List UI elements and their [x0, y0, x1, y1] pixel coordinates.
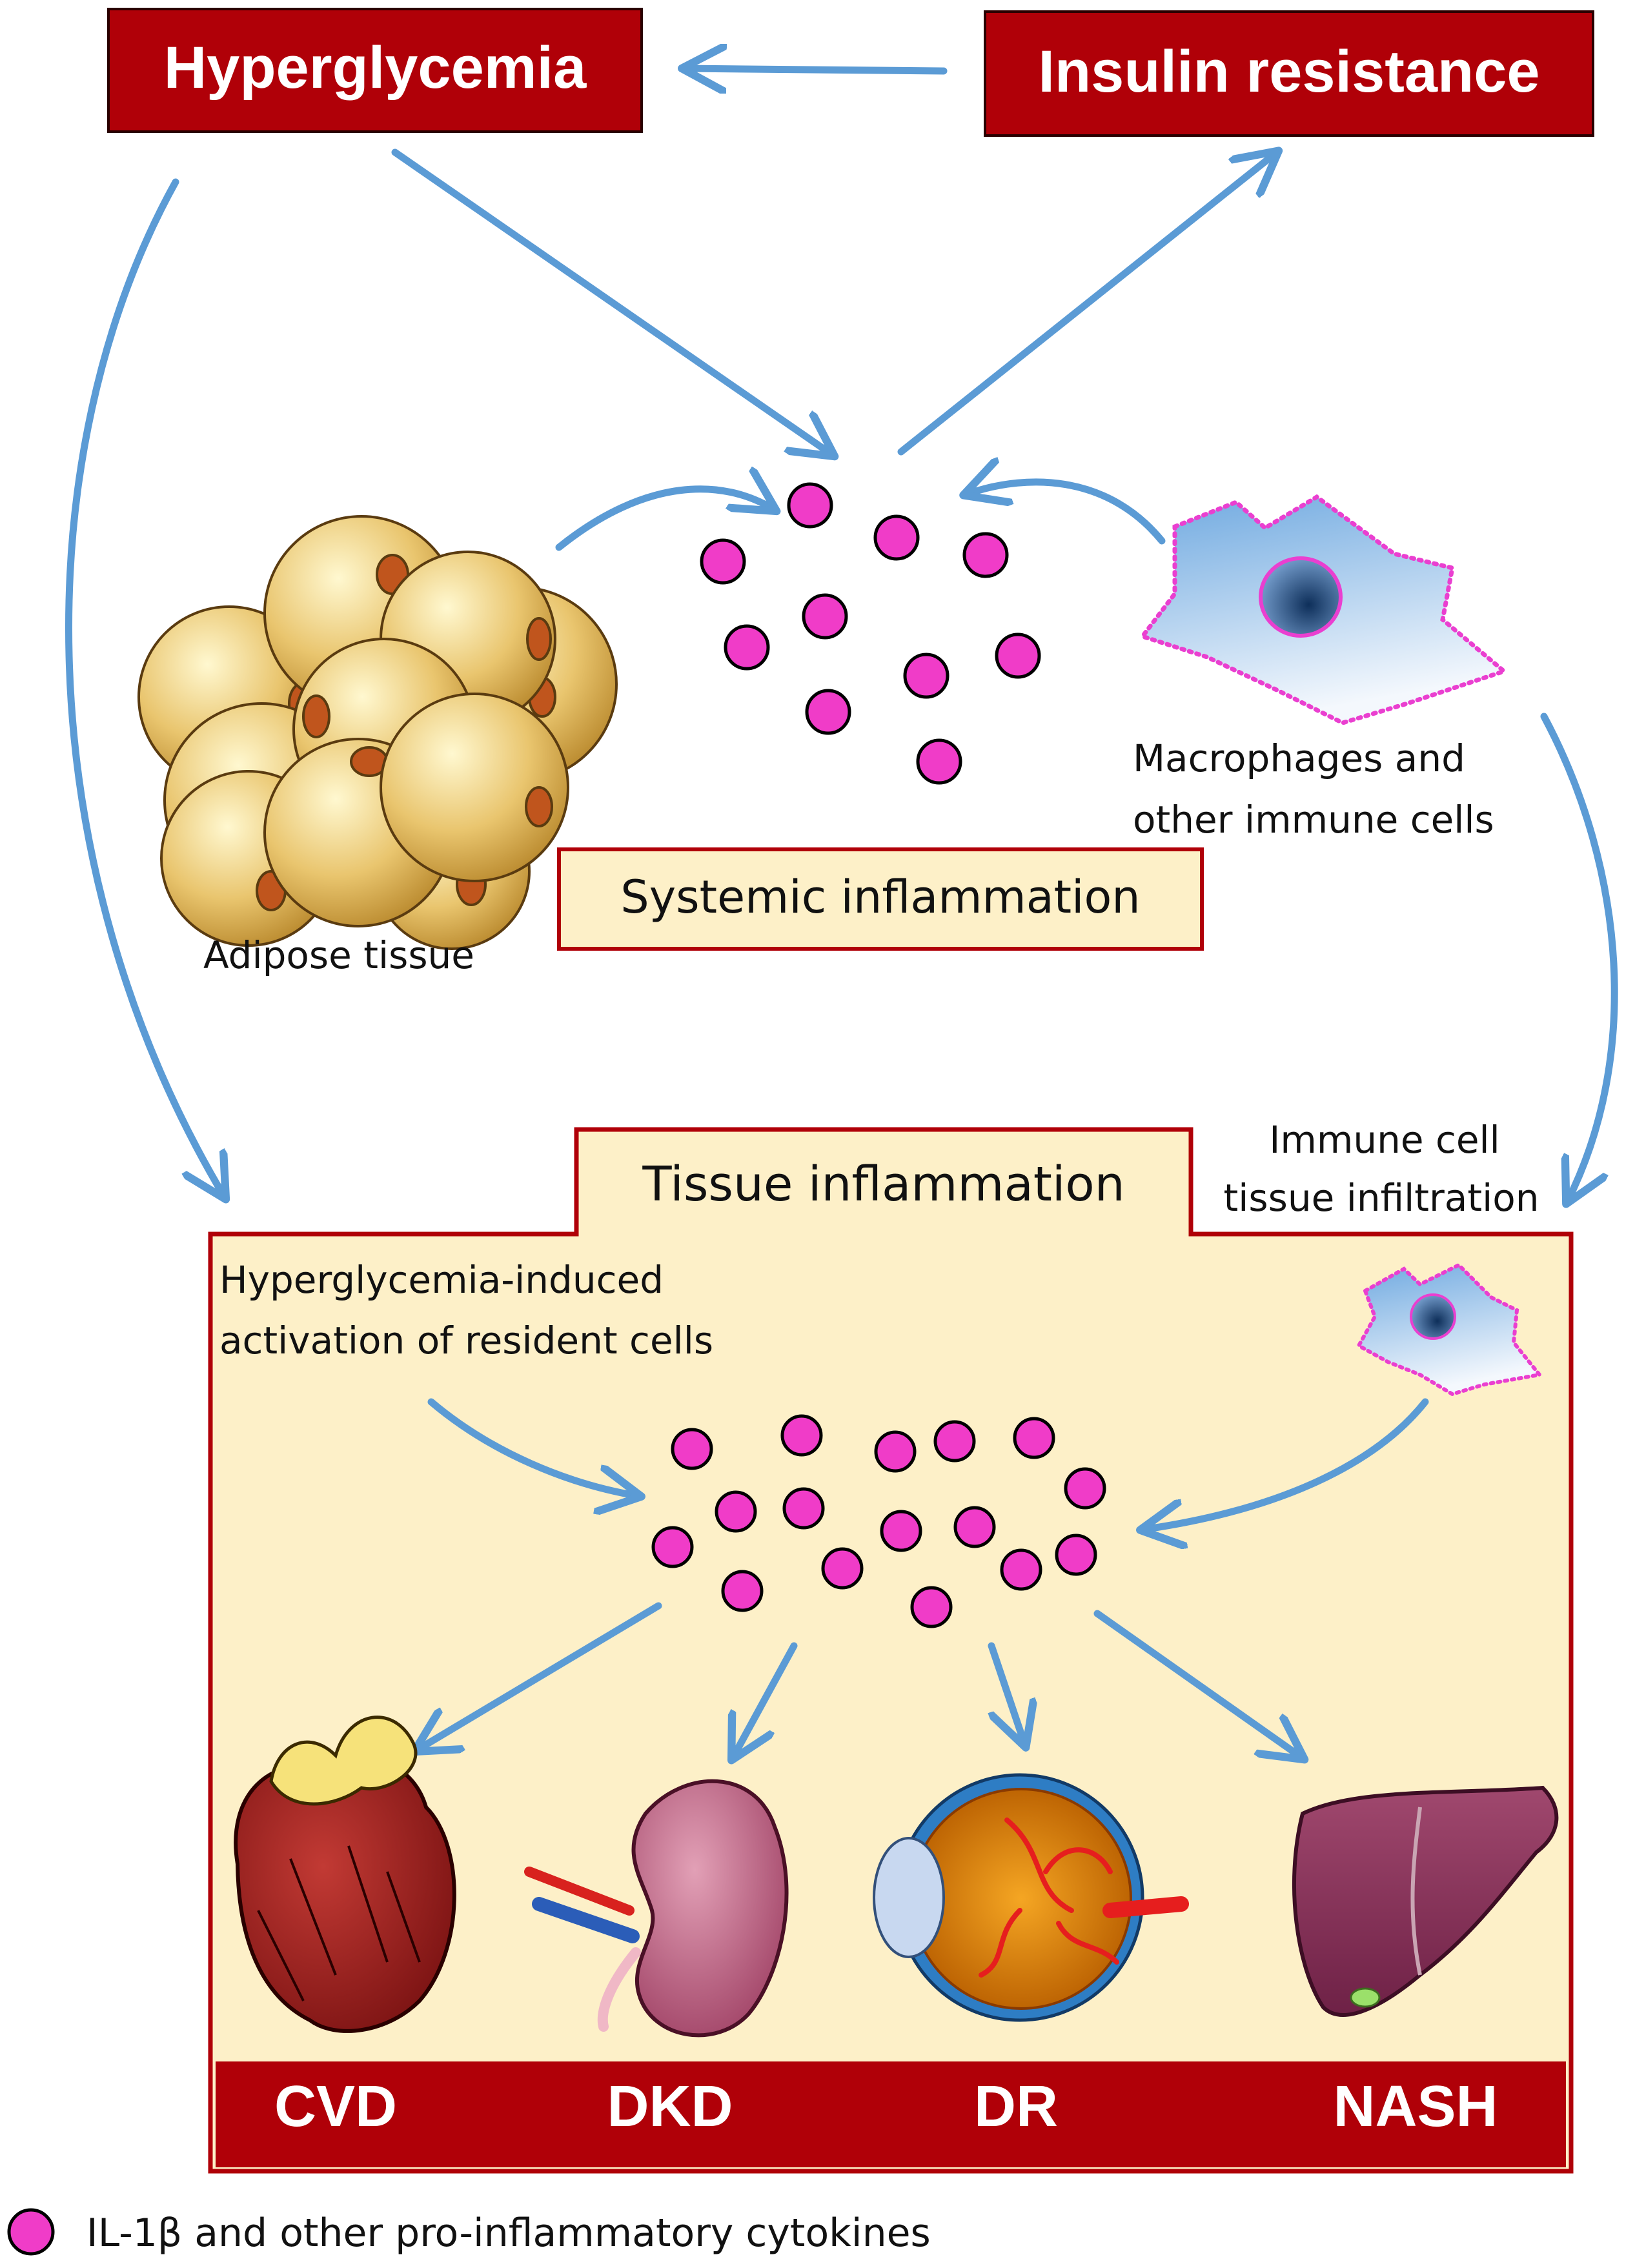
cytokine-dot [715, 1490, 757, 1533]
tissue-macrophage-illustration [1356, 1262, 1543, 1397]
legend-cytokine-swatch [7, 2208, 55, 2256]
cytokine-dot [873, 514, 920, 561]
liver-icon [1292, 1785, 1559, 2017]
cytokine-dot [780, 1414, 823, 1457]
arrow-cytokines-to-dkd [733, 1642, 798, 1758]
cytokine-dot [787, 482, 833, 529]
macrophage-illustration [1139, 494, 1509, 725]
legend-cytokine-label: IL-1β and other pro-inflammatory cytokin… [86, 2211, 931, 2256]
macrophages-label-line1: Macrophages and [1133, 736, 1465, 780]
infiltration-label-line2: tissue infiltration [1224, 1176, 1539, 1220]
cytokine-dot [805, 689, 851, 735]
arrow-cytokines-to-insulin [897, 152, 1277, 456]
systemic-inflammation-label: Systemic inflammation [620, 871, 1140, 924]
cytokine-dot [953, 1506, 996, 1548]
cytokine-dot [962, 532, 1009, 578]
hyperglycemia-node: Hyperglycemia [107, 8, 643, 133]
cytokine-dot [782, 1487, 825, 1530]
adipose-tissue-label: Adipose tissue [203, 933, 474, 977]
cytokine-dot [903, 653, 950, 699]
cytokine-dot [671, 1428, 713, 1470]
kidney-icon [524, 1779, 789, 2038]
cytokine-dot [802, 593, 848, 640]
arrow-adipose-to-cytokines [555, 489, 775, 551]
macrophages-label-line2: other immune cells [1133, 798, 1494, 842]
resident-cells-label-line1: Hyperglycemia-induced [219, 1258, 664, 1302]
disease-label-nash: NASH [1333, 2074, 1498, 2139]
arrow-cytokines-to-nash [1093, 1610, 1303, 1758]
insulin-resistance-label: Insulin resistance [1038, 39, 1539, 105]
cytokine-dot [1064, 1467, 1106, 1510]
legend: IL-1β and other pro-inflammatory cytokin… [7, 2208, 931, 2256]
cytokine-dot [724, 624, 770, 671]
eye-icon [873, 1773, 1189, 2022]
disease-label-dr: DR [974, 2074, 1058, 2139]
cytokine-dot [1000, 1548, 1042, 1591]
arrow-cytokines-to-cvd [416, 1602, 662, 1750]
disease-label-cvd: CVD [274, 2074, 397, 2139]
cytokine-dot [1055, 1534, 1097, 1576]
cytokine-dot [721, 1570, 764, 1612]
cytokine-dot [651, 1526, 694, 1568]
arrow-tissue-macrophage-to-cytokines [1142, 1398, 1429, 1530]
infiltration-label-line1: Immune cell [1269, 1118, 1500, 1162]
cytokine-dot [933, 1420, 976, 1463]
heart-icon [234, 1716, 456, 2033]
arrow-macrophage-to-cytokines [966, 482, 1166, 545]
cytokine-dot [874, 1430, 917, 1473]
cytokine-dot [821, 1547, 864, 1590]
tissue-cytokines [651, 1414, 1106, 1628]
systemic-cytokines [700, 482, 1041, 785]
arrow-macrophage-to-tissue [1540, 713, 1618, 1202]
cytokine-dot [995, 633, 1041, 679]
hyperglycemia-label: Hyperglycemia [164, 35, 587, 101]
arrow-hyperglycemia-to-cytokines [391, 148, 833, 455]
systemic-inflammation-node: Systemic inflammation [557, 847, 1204, 951]
resident-cells-label-line2: activation of resident cells [219, 1319, 713, 1362]
cytokine-dot [910, 1586, 953, 1628]
disease-band: CVD DKD DR NASH [216, 2061, 1566, 2167]
cytokine-dot [700, 538, 746, 585]
arrow-hyperglycemia-to-tissue [65, 178, 225, 1197]
arrow-resident-to-cytokines [427, 1398, 639, 1496]
adipose-tissue-illustration [137, 515, 618, 950]
tissue-inflammation-label: Tissue inflammation [642, 1157, 1124, 1212]
arrow-insulin-to-hyperglycemia [684, 68, 948, 71]
insulin-resistance-node: Insulin resistance [984, 10, 1594, 137]
cytokine-dot [1013, 1417, 1055, 1459]
disease-label-dkd: DKD [607, 2074, 733, 2139]
cytokine-dot [880, 1510, 922, 1552]
arrow-cytokines-to-dr [988, 1642, 1025, 1745]
cytokine-dot [916, 738, 962, 785]
